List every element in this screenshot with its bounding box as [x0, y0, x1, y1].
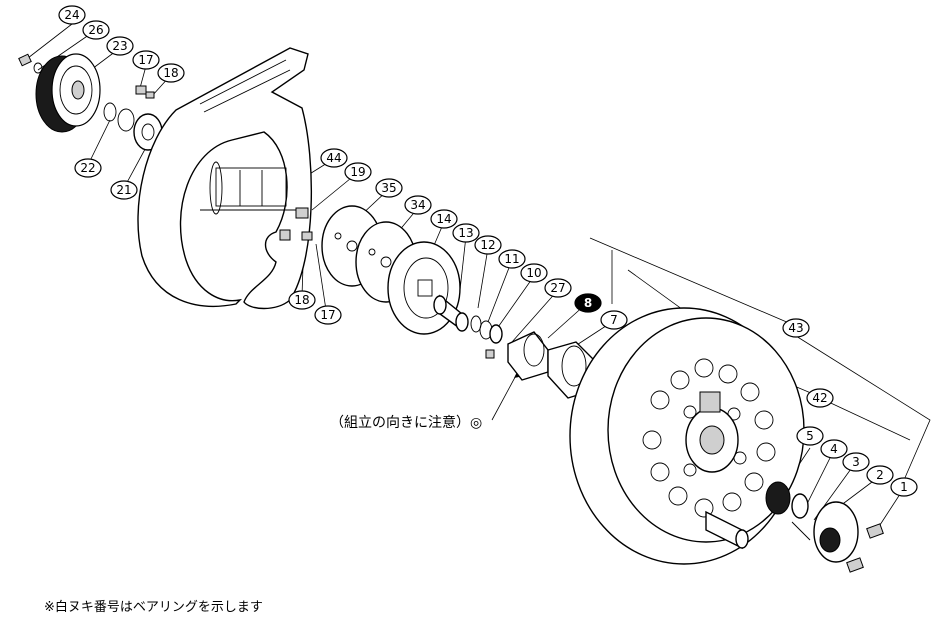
part-label-24: 24: [58, 5, 86, 25]
svg-text:5: 5: [806, 429, 814, 443]
part-label-43: 43: [782, 318, 810, 338]
svg-text:18: 18: [163, 66, 178, 80]
svg-text:4: 4: [830, 442, 838, 456]
part-label-22: 22: [74, 158, 102, 178]
part-label-8-bearing: 8: [574, 293, 602, 313]
part-label-21: 21: [110, 180, 138, 200]
sleeve-part: [433, 294, 469, 332]
svg-text:23: 23: [112, 39, 127, 53]
svg-text:35: 35: [381, 181, 396, 195]
part-label-35: 35: [375, 178, 403, 198]
part-label-19: 19: [344, 162, 372, 182]
bearing-legend-note: ※白ヌキ番号はベアリングを示します: [44, 600, 263, 615]
reel-frame-part: [137, 47, 313, 310]
frame-screws-part: [279, 207, 313, 241]
spool-cap-parts: [765, 481, 884, 573]
svg-text:3: 3: [852, 455, 860, 469]
part-label-1: 1: [890, 477, 918, 497]
part-label-7: 7: [600, 310, 628, 330]
part-label-18: 18: [157, 63, 185, 83]
svg-text:43: 43: [788, 321, 803, 335]
washers-part: [470, 315, 503, 359]
handle-knob-part: [35, 53, 101, 133]
svg-text:19: 19: [350, 165, 365, 179]
svg-text:17: 17: [138, 53, 153, 67]
part-label-23: 23: [106, 36, 134, 56]
svg-text:1: 1: [900, 480, 908, 494]
part-label-3: 3: [842, 452, 870, 472]
svg-text:24: 24: [64, 8, 79, 22]
part-label-14: 14: [430, 209, 458, 229]
svg-text:11: 11: [504, 252, 519, 266]
svg-text:21: 21: [116, 183, 131, 197]
part-label-18-lower: 18: [288, 290, 316, 310]
part-label-26: 26: [82, 20, 110, 40]
handle-screw-part: [18, 53, 43, 74]
svg-text:17: 17: [320, 308, 335, 322]
part-label-10: 10: [520, 263, 548, 283]
part-label-4: 4: [820, 439, 848, 459]
part-label-42: 42: [806, 388, 834, 408]
svg-text:26: 26: [88, 23, 103, 37]
part-label-13: 13: [452, 223, 480, 243]
svg-text:7: 7: [610, 313, 618, 327]
part-label-44: 44: [320, 148, 348, 168]
svg-text:10: 10: [526, 266, 541, 280]
svg-text:22: 22: [80, 161, 95, 175]
svg-text:18: 18: [294, 293, 309, 307]
part-label-11: 11: [498, 249, 526, 269]
svg-text:2: 2: [876, 468, 884, 482]
svg-text:14: 14: [436, 212, 451, 226]
svg-text:44: 44: [326, 151, 341, 165]
svg-text:42: 42: [812, 391, 827, 405]
part-label-27: 27: [544, 278, 572, 298]
svg-text:34: 34: [410, 198, 425, 212]
part-label-17-lower: 17: [314, 305, 342, 325]
part-label-17: 17: [132, 50, 160, 70]
part-label-34: 34: [404, 195, 432, 215]
svg-text:8: 8: [584, 296, 592, 310]
svg-text:27: 27: [550, 281, 565, 295]
assembly-direction-note: （組立の向きに注意）◎: [330, 415, 483, 431]
spool-part: [569, 307, 805, 565]
part-label-12: 12: [474, 235, 502, 255]
part-label-5: 5: [796, 426, 824, 446]
svg-text:12: 12: [480, 238, 495, 252]
svg-text:13: 13: [458, 226, 473, 240]
small-fittings-part: [103, 85, 163, 151]
part-label-2: 2: [866, 465, 894, 485]
